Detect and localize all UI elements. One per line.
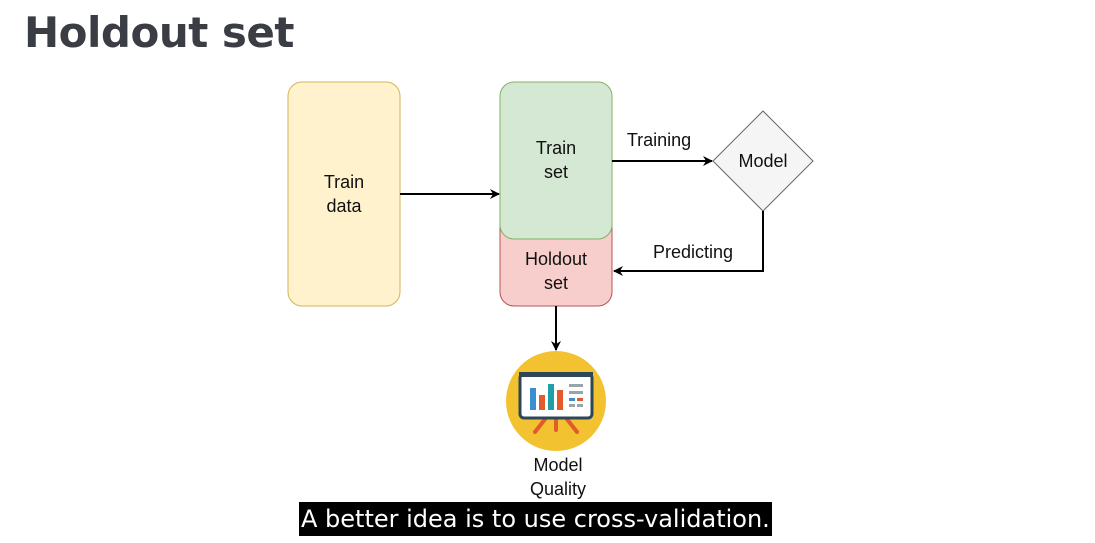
presentation-chart-icon	[506, 351, 606, 451]
training-edge-label: Training	[627, 130, 691, 150]
page-title: Holdout set	[24, 8, 294, 57]
model-node: Model	[712, 110, 814, 212]
holdout-set-label-line1: Holdout	[525, 249, 587, 269]
predicting-edge-label: Predicting	[653, 242, 733, 262]
model-quality-label-line1: Model	[533, 455, 582, 475]
train-set-label-line1: Train	[536, 138, 576, 158]
train-set-label-line2: set	[544, 162, 568, 182]
video-subtitle-caption: A better idea is to use cross-validation…	[299, 502, 772, 536]
model-quality-label-line2: Quality	[530, 479, 586, 499]
train-data-node: Train data	[287, 81, 401, 307]
holdout-set-label-line2: set	[544, 273, 568, 293]
train-set-node: Train set	[499, 81, 613, 240]
model-label: Model	[738, 151, 787, 171]
train-data-label-line2: data	[326, 196, 362, 216]
train-data-label-line1: Train	[324, 172, 364, 192]
arrow-predicting	[613, 211, 764, 276]
